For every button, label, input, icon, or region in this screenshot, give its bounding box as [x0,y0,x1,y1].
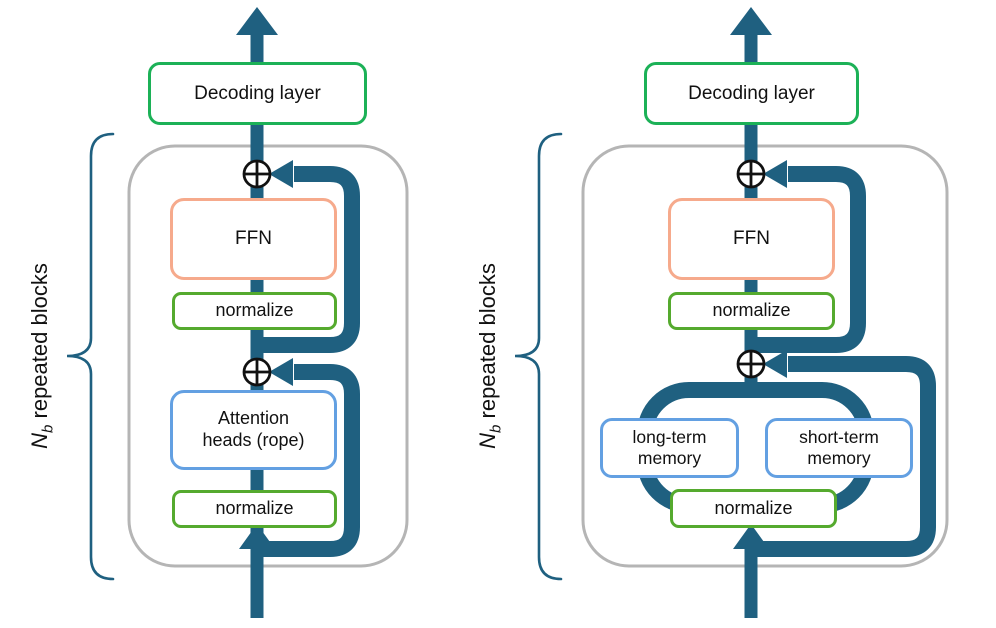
left-ffn-skip-arrowhead-icon [269,160,293,188]
left-ffn-label: FFN [235,228,272,250]
right-block-container-outline [581,144,949,568]
right-memory-skip-arrowhead-icon [763,350,787,378]
right-repeat-var: N [475,432,500,449]
right-short-term-memory-box: short-term memory [765,418,913,478]
right-long-term-label-line2: memory [637,448,702,468]
left-attention-heads-box: Attention heads (rope) [170,390,337,470]
right-output-arrowhead-icon [730,7,772,35]
left-attention-label-line1: Attention [217,408,290,429]
left-attention-skip-connection [257,364,360,557]
right-short-term-label-line1: short-term [799,426,879,447]
right-normalize-upper-box: normalize [668,292,835,330]
left-repeat-var-sub: b [39,424,57,433]
right-repeat-text: repeated blocks [475,263,500,425]
left-repeat-text: repeated blocks [27,263,52,425]
left-output-arrowhead-icon [236,7,278,35]
right-normalize-lower-label: normalize [714,497,793,518]
right-repeat-var-sub: b [487,424,505,433]
left-normalize-lower-box: normalize [172,490,337,528]
right-decoding-layer-label: Decoding layer [688,82,815,104]
left-block-container-outline [127,144,409,568]
right-normalize-lower-box: normalize [670,489,837,528]
right-memory-skip-connection [751,356,936,557]
right-ffn-skip-connection [751,166,866,353]
right-ffn-box: FFN [668,198,835,280]
left-repeat-blocks-label: Nb repeated blocks [25,226,57,486]
right-lower-sum-icon [736,349,766,379]
left-lower-sum-icon [242,357,272,387]
left-normalize-upper-label: normalize [215,300,294,321]
left-attention-label-line2: heads (rope) [202,430,305,450]
left-upper-sum-icon [242,159,272,189]
right-repeat-blocks-label: Nb repeated blocks [473,226,505,486]
right-ffn-skip-arrowhead-icon [763,160,787,188]
right-repeat-brace [514,132,563,581]
right-short-term-label-line2: memory [807,448,871,468]
left-decoding-layer-label: Decoding layer [194,82,321,104]
right-long-term-memory-box: long-term memory [600,418,739,478]
left-normalize-lower-label: normalize [215,498,294,519]
right-upper-sum-icon [736,159,766,189]
left-ffn-skip-connection [257,166,360,353]
right-decoding-layer-box: Decoding layer [644,62,859,125]
right-long-term-label-line1: long-term [632,426,707,447]
left-ffn-box: FFN [170,198,337,280]
left-decoding-layer-box: Decoding layer [148,62,367,125]
left-repeat-var: N [27,432,52,449]
left-normalize-upper-box: normalize [172,292,337,330]
right-normalize-upper-label: normalize [712,300,791,321]
right-ffn-label: FFN [733,228,770,250]
left-attention-skip-arrowhead-icon [269,358,293,386]
left-repeat-brace [66,132,115,581]
